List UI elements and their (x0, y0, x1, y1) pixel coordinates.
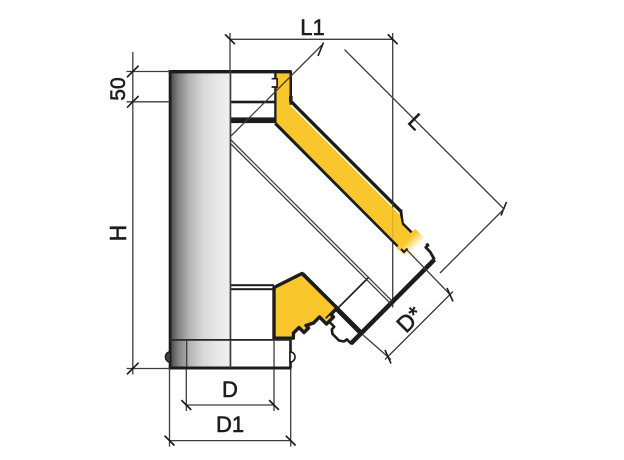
svg-text:D1: D1 (216, 412, 244, 437)
svg-text:L1: L1 (300, 15, 324, 40)
svg-text:H: H (105, 225, 131, 242)
svg-text:D: D (222, 377, 238, 402)
svg-text:50: 50 (107, 77, 130, 100)
